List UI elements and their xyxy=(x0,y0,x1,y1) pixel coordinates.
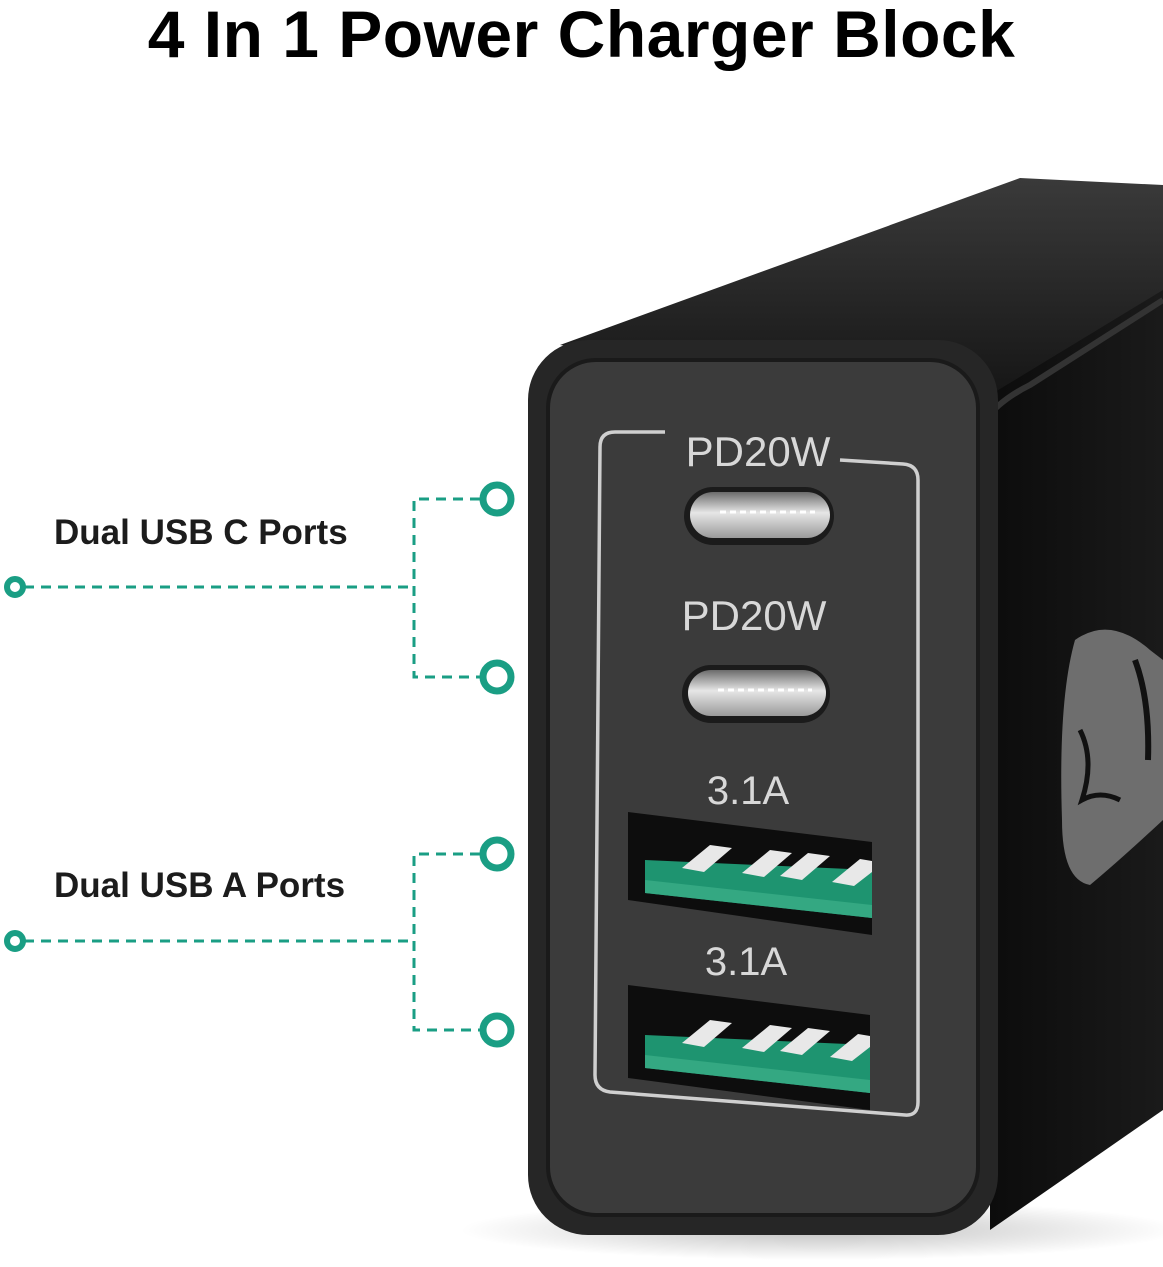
usb-a-top-marker-icon xyxy=(479,836,515,872)
usb-a-callout-label: Dual USB A Ports xyxy=(54,866,346,905)
page-title: 4 In 1 Power Charger Block xyxy=(147,0,1016,71)
usb-a-top-rating: 3.1A xyxy=(707,769,790,813)
usb-c-top-rating: PD20W xyxy=(686,428,831,475)
usb-a-bottom-rating: 3.1A xyxy=(705,940,788,984)
usb-c-bottom-marker-icon xyxy=(479,659,515,695)
usb-c-top-marker-icon xyxy=(479,481,515,517)
usb-c-callout-connector xyxy=(24,497,480,679)
usb-c-callout-origin-dot-icon xyxy=(4,576,26,598)
usb-a-port-top xyxy=(628,812,872,935)
usb-a-bottom-marker-icon xyxy=(479,1012,515,1048)
brand-logo-icon xyxy=(1061,629,1163,885)
usb-c-bottom-rating: PD20W xyxy=(682,592,827,639)
usb-a-port-bottom xyxy=(628,985,870,1110)
usb-a-callout-origin-dot-icon xyxy=(4,930,26,952)
port-group-outline xyxy=(593,430,920,1117)
usb-c-port-top xyxy=(684,487,834,545)
usb-c-callout-label: Dual USB C Ports xyxy=(54,513,348,552)
usb-c-port-bottom xyxy=(682,665,830,723)
usb-a-callout-connector xyxy=(24,852,480,1032)
